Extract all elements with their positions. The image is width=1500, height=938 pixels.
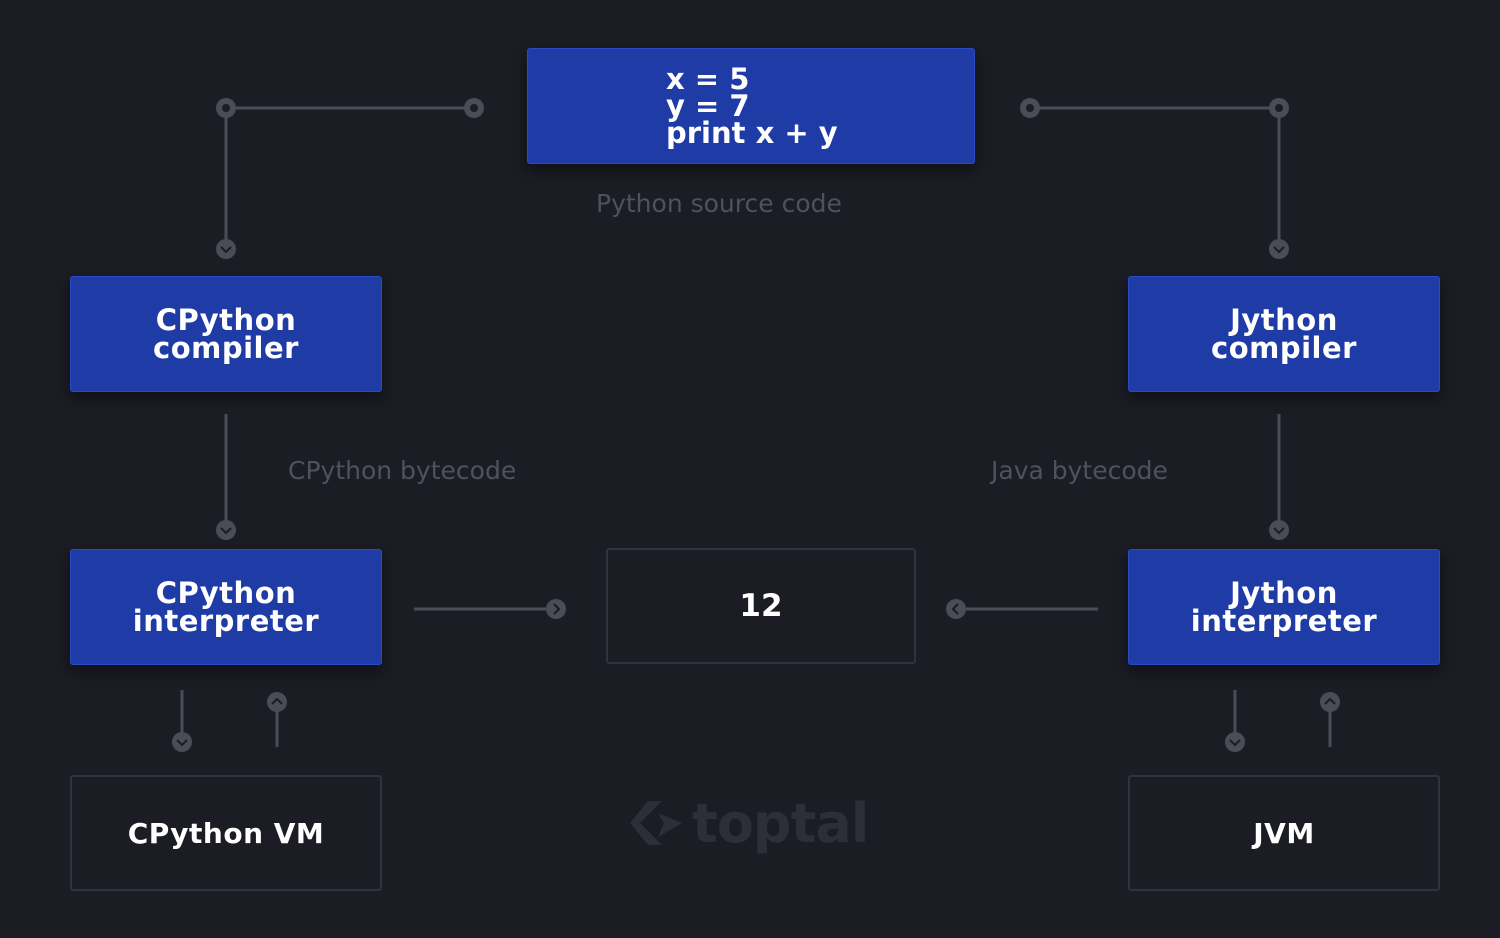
cpython-vm-label: CPython VM bbox=[127, 816, 325, 850]
java-bytecode-label: Java bytecode bbox=[991, 456, 1168, 485]
cpython-bytecode-label: CPython bytecode bbox=[288, 456, 517, 485]
cpython-interpreter-box: CPython interpreter bbox=[70, 549, 382, 665]
toptal-logo: toptal bbox=[628, 792, 869, 855]
python-source-code-box: x = 5 y = 7 print x + y bbox=[527, 48, 975, 164]
cpython-vm-box: CPython VM bbox=[70, 775, 382, 891]
jvm-box: JVM bbox=[1128, 775, 1440, 891]
jython-compiler-label: Jython compiler bbox=[1211, 303, 1357, 365]
source-code-caption: Python source code bbox=[596, 189, 842, 218]
cpython-compiler-label: CPython compiler bbox=[153, 303, 299, 365]
source-code-text: x = 5 y = 7 print x + y bbox=[666, 61, 838, 150]
output-value: 12 bbox=[739, 588, 783, 624]
cpython-compiler-box: CPython compiler bbox=[70, 276, 382, 392]
toptal-mark-icon bbox=[630, 800, 682, 845]
toptal-wordmark: toptal bbox=[692, 792, 869, 855]
output-box: 12 bbox=[606, 548, 916, 664]
jvm-label: JVM bbox=[1253, 816, 1315, 850]
jython-interpreter-box: Jython interpreter bbox=[1128, 549, 1440, 665]
jython-interpreter-label: Jython interpreter bbox=[1190, 576, 1378, 638]
cpython-interpreter-label: CPython interpreter bbox=[132, 576, 320, 638]
jython-compiler-box: Jython compiler bbox=[1128, 276, 1440, 392]
